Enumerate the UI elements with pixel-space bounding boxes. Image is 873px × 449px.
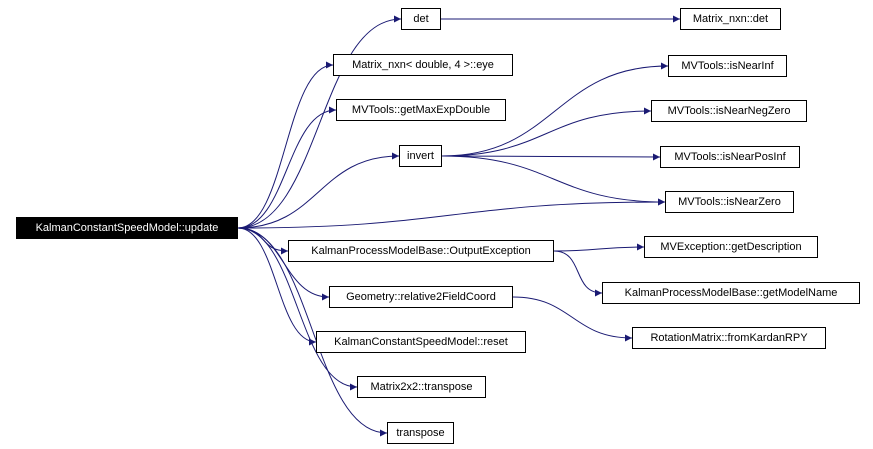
- node-mvtools-isnearposinf[interactable]: MVTools::isNearPosInf: [660, 146, 800, 168]
- node-invert[interactable]: invert: [399, 145, 442, 167]
- edge-root-to-reset: [237, 227, 317, 346]
- node-matrix-nxn-det[interactable]: Matrix_nxn::det: [680, 8, 781, 30]
- edge-invert-to-isnearzero: [441, 155, 666, 206]
- edge-invert-to-isnearposinf: [441, 153, 661, 161]
- node-det[interactable]: det: [401, 8, 441, 30]
- node-kalman-process-model-base-getmodelname[interactable]: KalmanProcessModelBase::getModelName: [602, 282, 860, 304]
- node-kalman-constant-speed-model-reset[interactable]: KalmanConstantSpeedModel::reset: [316, 331, 526, 353]
- edge-relative2fieldcoord-to-fromkardanrpy: [512, 296, 633, 342]
- node-matrix-nxn-eye[interactable]: Matrix_nxn< double, 4 >::eye: [333, 54, 513, 76]
- edge-root-to-isnearzero: [237, 198, 666, 229]
- edge-invert-to-isnearnegzero: [441, 107, 652, 157]
- edge-root-to-getmaxexpdouble: [237, 106, 337, 229]
- node-matrix2x2-transpose[interactable]: Matrix2x2::transpose: [357, 376, 486, 398]
- node-mvtools-isnearinf[interactable]: MVTools::isNearInf: [668, 55, 787, 77]
- edge-outputexception-to-getdescription: [553, 243, 645, 252]
- node-mvtools-getmaxexpdouble[interactable]: MVTools::getMaxExpDouble: [336, 99, 506, 121]
- node-transpose[interactable]: transpose: [387, 422, 454, 444]
- node-mvexception-getdescription[interactable]: MVException::getDescription: [644, 236, 818, 258]
- edge-invert-to-isnearinf: [441, 62, 669, 157]
- node-mvtools-isnearzero[interactable]: MVTools::isNearZero: [665, 191, 794, 213]
- node-rotationmatrix-fromkardanrpy[interactable]: RotationMatrix::fromKardanRPY: [632, 327, 826, 349]
- edge-root-to-transpose: [237, 227, 388, 437]
- edge-root-to-eye: [237, 61, 334, 229]
- edge-root-to-transpose2x2: [237, 227, 358, 391]
- edge-root-to-det: [237, 15, 402, 229]
- node-geometry-relative2fieldcoord[interactable]: Geometry::relative2FieldCoord: [329, 286, 513, 308]
- node-kalman-constant-speed-model-update[interactable]: KalmanConstantSpeedModel::update: [16, 217, 238, 239]
- node-mvtools-isnearnegzero[interactable]: MVTools::isNearNegZero: [651, 100, 807, 122]
- edge-root-to-invert: [237, 152, 400, 229]
- node-kalman-process-model-base-outputexception[interactable]: KalmanProcessModelBase::OutputException: [288, 240, 554, 262]
- edge-outputexception-to-getmodelname: [553, 250, 603, 297]
